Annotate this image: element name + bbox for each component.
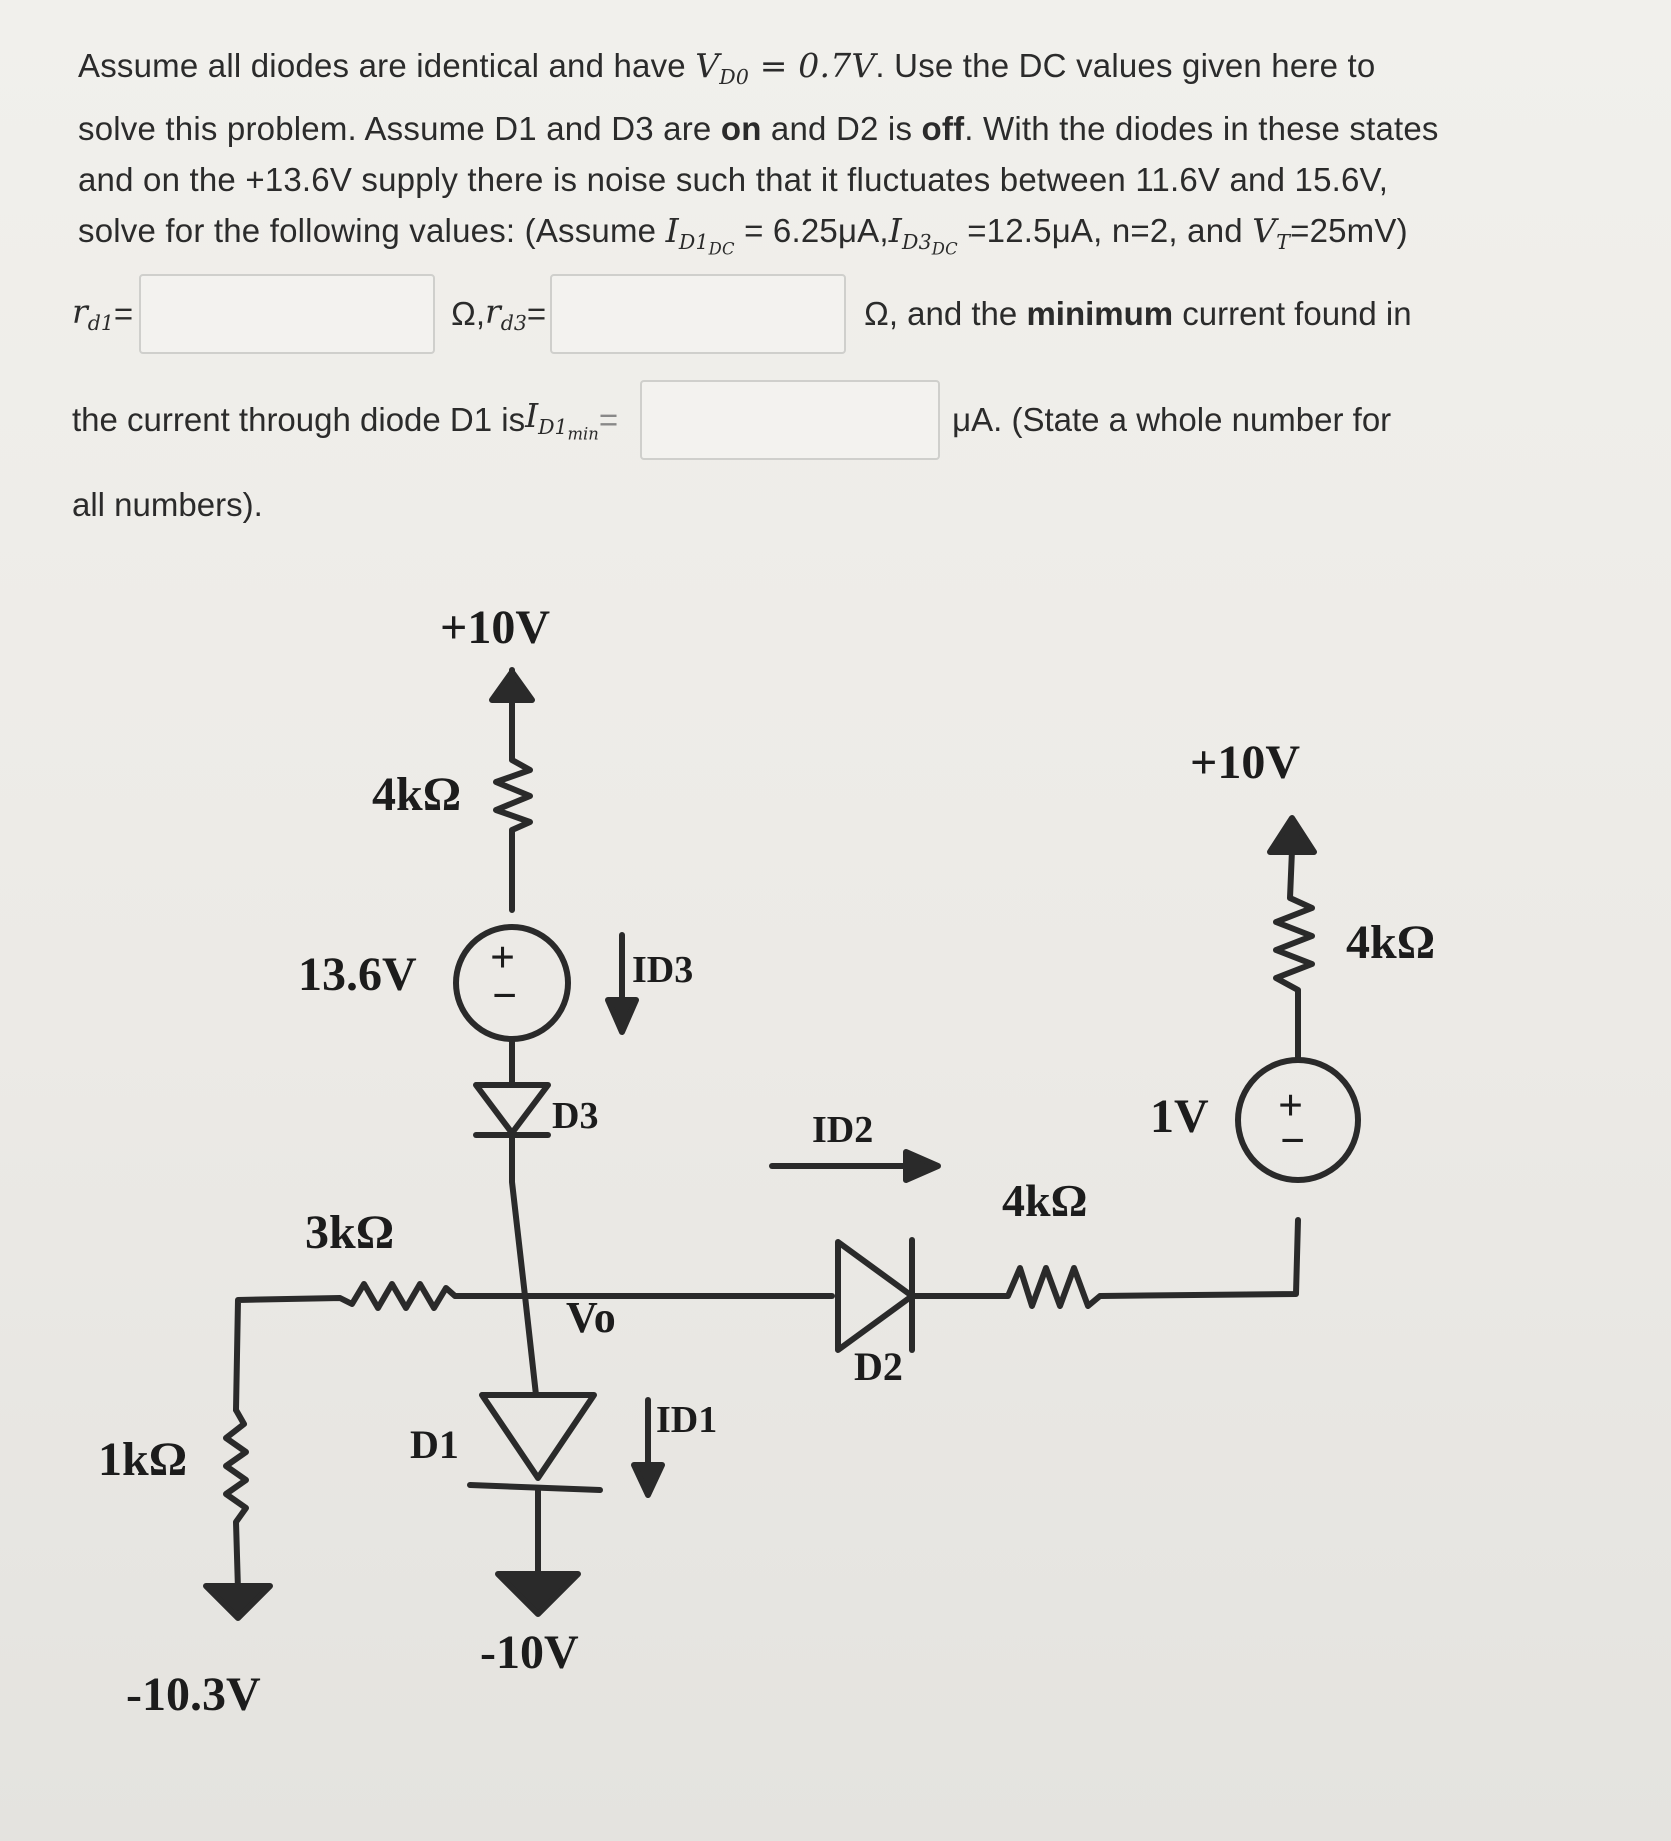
- resistor-1k-label: 1kΩ: [98, 1433, 187, 1486]
- diode-d1: [479, 1392, 597, 1481]
- vd0-symbol: VD0 = 0.7V: [695, 46, 876, 90]
- d3-to-vo-wire: [509, 1132, 528, 1299]
- problem-line-2: solve this problem. Assume D1 and D3 are…: [78, 110, 1439, 148]
- resistor-4k-right-label: 4kΩ: [1002, 1175, 1087, 1226]
- vt-symbol: VT: [1252, 211, 1291, 255]
- circuit-diagram: +10V 4kΩ 13.6V + − ID3 D3 3kΩ Vo 1kΩ -10…: [98, 601, 1435, 1721]
- id2-label: ID2: [812, 1109, 873, 1151]
- problem-line-1: Assume all diodes are identical and have…: [78, 46, 1376, 90]
- vo-to-d1-wire: [522, 1293, 539, 1398]
- source-1v-plus: +: [1278, 1081, 1303, 1130]
- resistor-3k-label: 3kΩ: [305, 1206, 394, 1259]
- top-supply-label: +10V: [440, 601, 550, 654]
- source-13-6v-label: 13.6V: [298, 948, 417, 1001]
- resistor-3k: [233, 1281, 528, 1413]
- id3-label: ID3: [632, 949, 693, 991]
- diode-d1-bar: [467, 1482, 603, 1493]
- diode-d3: [473, 1082, 551, 1136]
- bottom-supply-label: -10V: [480, 1626, 579, 1679]
- id3-arrow-head: [605, 997, 639, 1035]
- problem-line-3: and on the +13.6V supply there is noise …: [78, 161, 1389, 199]
- problem-line-4: solve for the following values: (Assume …: [78, 211, 1408, 260]
- id1-label: ID1: [656, 1399, 717, 1441]
- source-1v-minus: −: [1280, 1116, 1305, 1165]
- source-13-6v-plus: +: [490, 933, 515, 982]
- id1min-label: ID1min: [525, 396, 599, 444]
- source-1v-label: 1V: [1150, 1090, 1209, 1143]
- id3dc-symbol: ID3DC: [888, 211, 958, 260]
- problem-statement: Assume all diodes are identical and have…: [78, 40, 1518, 275]
- right-supply-label: +10V: [1190, 736, 1300, 789]
- rd1-label: rd1: [72, 292, 114, 336]
- source-13-6v-minus: −: [492, 971, 517, 1020]
- resistor-4k-top: [493, 697, 533, 913]
- rd3-label: rd3: [485, 292, 527, 336]
- rd3-input[interactable]: [550, 274, 847, 354]
- d2-label: D2: [854, 1344, 903, 1389]
- resistor-4k-right: [909, 1217, 1301, 1309]
- vo-label: Vo: [566, 1293, 616, 1342]
- d3-label: D3: [552, 1095, 598, 1137]
- top-supply-arrow: [489, 669, 535, 703]
- diode-d2: [835, 1239, 915, 1353]
- id2-arrow-head: [903, 1149, 941, 1183]
- answer-row-1: rd1= Ω,rd3= Ω, and the minimum current f…: [72, 274, 1412, 354]
- id1dc-symbol: ID1DC: [665, 211, 735, 260]
- resistor-4k-vertical: [1273, 847, 1315, 1063]
- rd1-input[interactable]: [139, 274, 436, 354]
- left-supply-arrow: [203, 1583, 273, 1621]
- bottom-supply-arrow: [495, 1571, 581, 1617]
- d1-label: D1: [410, 1422, 459, 1467]
- right-supply-arrow: [1267, 815, 1317, 855]
- resistor-1k: [223, 1407, 249, 1593]
- resistor-4k-vertical-label: 4kΩ: [1346, 916, 1435, 969]
- id1-arrow-head: [631, 1462, 665, 1498]
- answer-row-3: all numbers).: [72, 486, 263, 523]
- resistor-4k-top-label: 4kΩ: [372, 768, 461, 821]
- left-supply-label: -10.3V: [126, 1668, 261, 1721]
- id1min-input[interactable]: [640, 380, 941, 460]
